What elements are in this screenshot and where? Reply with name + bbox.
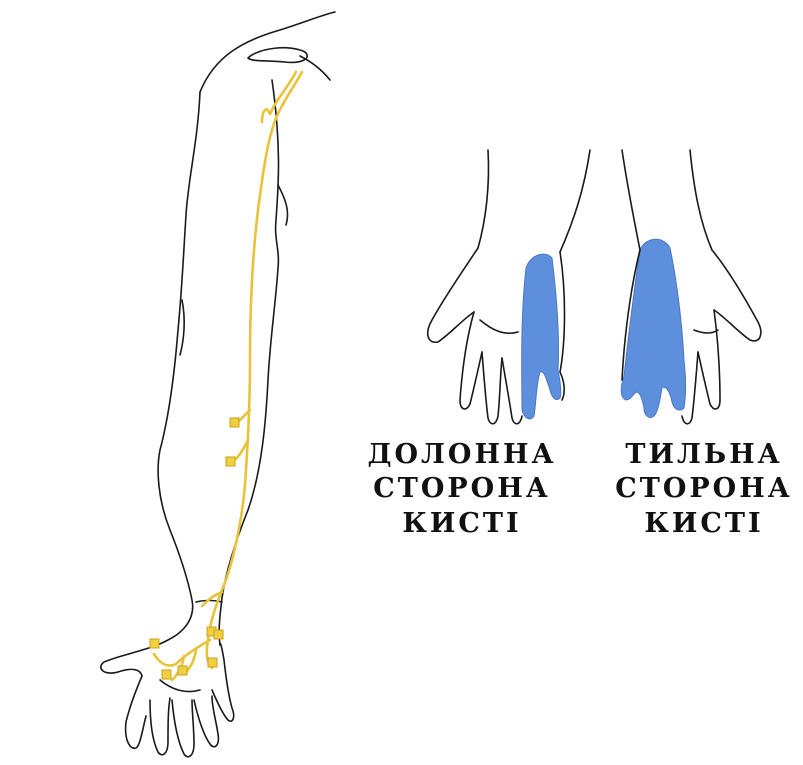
palmar-forearm-right (560, 150, 590, 252)
palmar-index (460, 312, 482, 409)
palmar-middle (482, 352, 502, 424)
palmar-hand (428, 150, 590, 424)
finger-middle (172, 700, 194, 757)
arm-illustration (101, 12, 335, 757)
finger-little (212, 643, 234, 721)
shoulder-outline (200, 12, 335, 92)
dorsal-hand (621, 150, 761, 424)
palmar-sensory-zone (522, 254, 561, 419)
dorsal-label-line-3: КИСТІ (644, 508, 763, 539)
dorsal-knuckle (694, 330, 718, 333)
palmar-label: ДОЛОННА СТОРОНА КИСТІ (368, 439, 557, 539)
nerve-node (214, 630, 223, 639)
nerve-node (226, 457, 235, 466)
arm-lateral-edge (101, 92, 200, 676)
nerve-node (162, 670, 171, 679)
dorsal-forearm-right (690, 150, 712, 250)
palmar-label-line-2: СТОРОНА (373, 473, 550, 504)
dorsal-label-line-1: ТИЛЬНА (625, 439, 782, 470)
nerve-node (150, 639, 159, 648)
dorsal-label: ТИЛЬНА СТОРОНА КИСТІ (615, 439, 792, 539)
dorsal-forearm-left (622, 150, 640, 250)
palm-crease (160, 680, 200, 692)
palmar-label-line-1: ДОЛОННА (368, 439, 557, 470)
dorsal-label-line-2: СТОРОНА (615, 473, 792, 504)
finger-index (150, 698, 170, 755)
finger-ring (194, 696, 218, 747)
palmar-little (560, 252, 565, 400)
elbow-crease (278, 185, 288, 225)
dorsal-sensory-zone (621, 239, 685, 417)
palmar-crease (480, 320, 518, 333)
nerve-main-trunk (207, 72, 302, 668)
palmar-label-line-3: КИСТІ (402, 508, 521, 539)
nerve-node (178, 666, 187, 675)
armpit-fold (248, 48, 307, 63)
hand-outline (126, 676, 146, 748)
dorsal-index (698, 310, 720, 409)
palmar-forearm-left (478, 150, 489, 248)
nerve-node (208, 658, 217, 667)
nerve-node (230, 418, 239, 427)
dorsal-thumb (712, 250, 761, 341)
palmar-ring (502, 358, 522, 424)
